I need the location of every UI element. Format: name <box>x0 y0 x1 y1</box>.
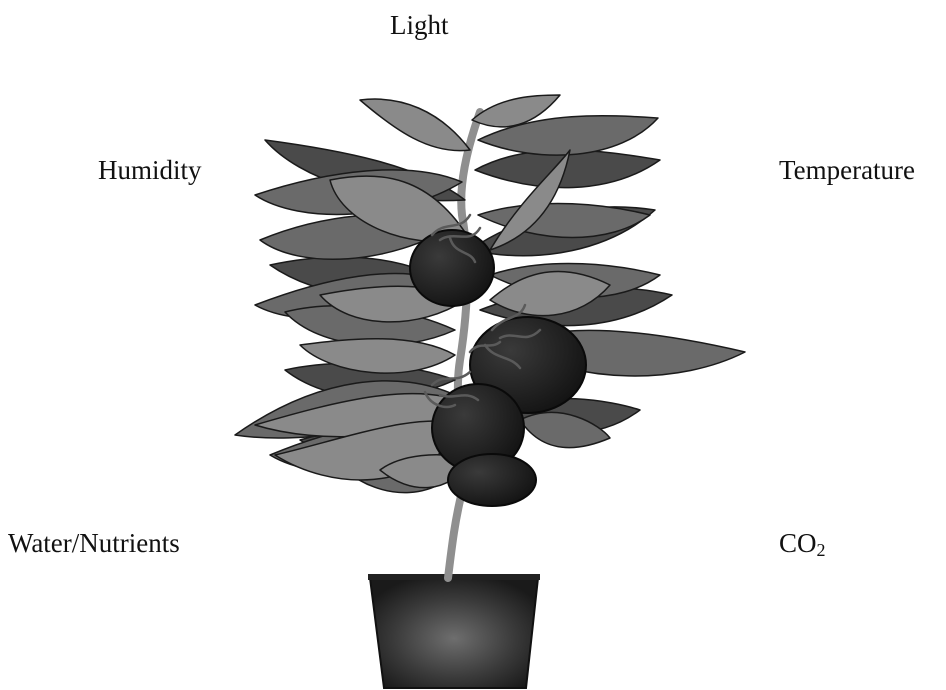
pot <box>368 574 540 688</box>
tomato-4 <box>448 454 536 506</box>
